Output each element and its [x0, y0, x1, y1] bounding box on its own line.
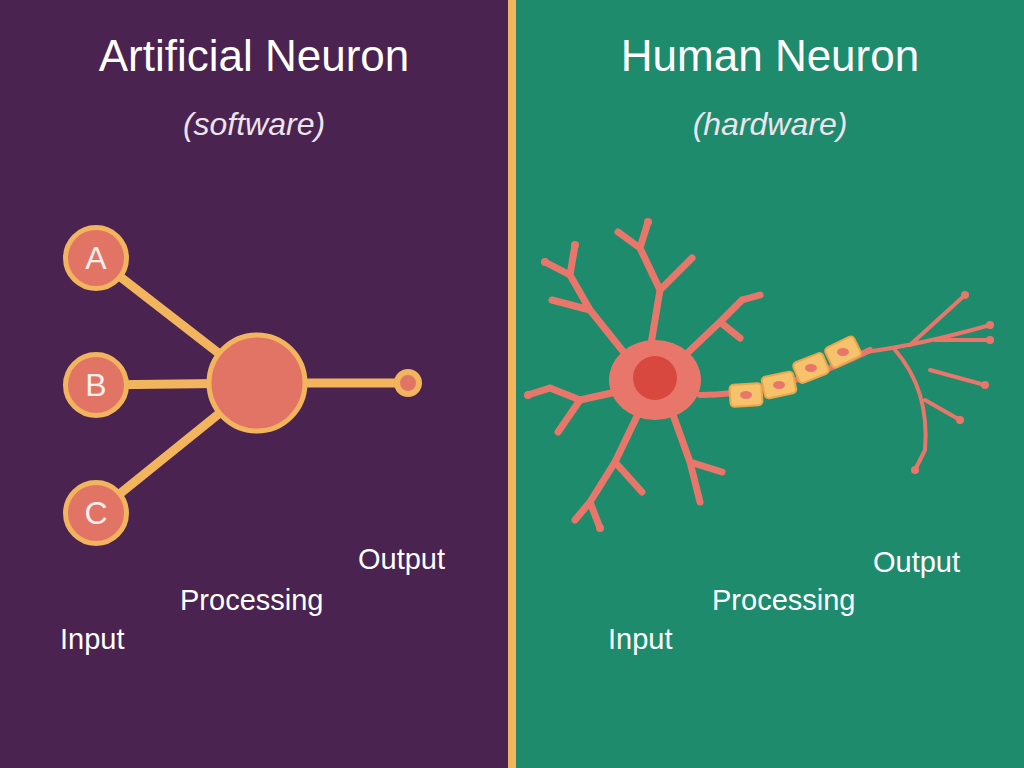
panel-divider — [508, 0, 516, 768]
panel-title: Artificial Neuron — [99, 30, 410, 83]
artificial-neuron — [96, 258, 419, 513]
stage-label: Processing — [712, 583, 855, 618]
panel-subtitle: (hardware) — [693, 105, 848, 143]
input-circle: C — [63, 480, 129, 546]
stage-label: Input — [60, 622, 125, 657]
human-neuron — [524, 218, 994, 532]
stage-label: Output — [358, 542, 445, 577]
input-letter: C — [84, 497, 107, 529]
stage-label: Output — [873, 545, 960, 580]
panel-title: Human Neuron — [621, 30, 919, 83]
input-letter: A — [85, 242, 106, 274]
input-circle: B — [63, 352, 129, 418]
input-letter: B — [85, 369, 106, 401]
input-circle: A — [63, 225, 129, 291]
stage-label: Processing — [180, 583, 323, 618]
stage-label: Input — [608, 622, 673, 657]
panel-subtitle: (software) — [183, 105, 325, 143]
